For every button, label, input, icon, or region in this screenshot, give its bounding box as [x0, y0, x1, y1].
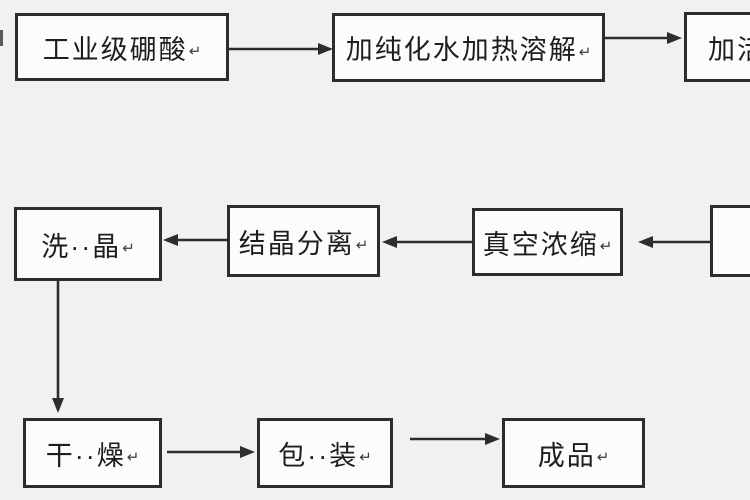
- arrowhead-down-icon: [52, 398, 64, 413]
- arrowhead-left-icon: [163, 234, 178, 246]
- left-edge-artifact: [0, 30, 3, 46]
- return-mark-icon: ↵: [596, 449, 610, 466]
- arrowhead-left-icon: [382, 236, 397, 248]
- arrowhead-right-icon: [667, 32, 682, 44]
- node-label: 包··装: [278, 440, 359, 471]
- node-label: 成品: [537, 440, 596, 471]
- node-label: 加纯化水加热溶解: [345, 35, 578, 65]
- node-industrial-boric-acid: 工业级硼酸↵: [15, 13, 229, 81]
- return-mark-icon: ↵: [188, 43, 202, 60]
- node-label: 洗··晶: [41, 231, 122, 262]
- node-wash-crystal: 洗··晶↵: [14, 207, 162, 281]
- node-label: 结晶分离: [238, 228, 355, 259]
- node-label: 工业级硼酸: [42, 34, 188, 65]
- arrowhead-left-icon: [638, 236, 653, 248]
- node-label: 干··燥: [45, 440, 126, 471]
- return-mark-icon: ↵: [355, 237, 369, 254]
- arrow-vacuum-to-crystal: [382, 236, 472, 248]
- return-mark-icon: ↵: [359, 449, 372, 466]
- arrow-crystal-to-wash: [163, 234, 227, 246]
- node-finished-product: 成品↵: [502, 418, 645, 488]
- node-clipped-box: [710, 205, 750, 277]
- return-mark-icon: ↵: [578, 43, 592, 61]
- return-mark-icon: ↵: [122, 240, 135, 257]
- return-mark-icon: ↵: [599, 238, 613, 255]
- arrowhead-right-icon: [485, 433, 500, 445]
- node-add-clipped: 加活: [684, 12, 750, 82]
- arrowhead-right-icon: [240, 446, 255, 458]
- node-packaging: 包··装↵: [257, 418, 393, 488]
- arrow-dry-to-pack: [167, 446, 255, 458]
- arrow-dissolve-to-add: [605, 32, 682, 44]
- return-mark-icon: ↵: [126, 449, 140, 466]
- node-crystallization-separation: 结晶分离↵: [227, 205, 380, 277]
- arrow-wash-to-dry: [52, 281, 64, 413]
- arrow-clippedbox-to-vacuum: [638, 236, 710, 248]
- arrowhead-right-icon: [318, 43, 333, 55]
- arrow-boric-to-dissolve: [229, 43, 333, 55]
- node-label: 加活: [708, 34, 750, 65]
- node-label: 真空浓缩: [482, 229, 599, 260]
- node-vacuum-concentration: 真空浓缩↵: [472, 208, 623, 276]
- node-add-purified-water-heat-dissolve: 加纯化水加热溶解↵: [332, 13, 605, 82]
- node-drying: 干··燥↵: [23, 418, 162, 488]
- arrow-pack-to-product: [410, 433, 500, 445]
